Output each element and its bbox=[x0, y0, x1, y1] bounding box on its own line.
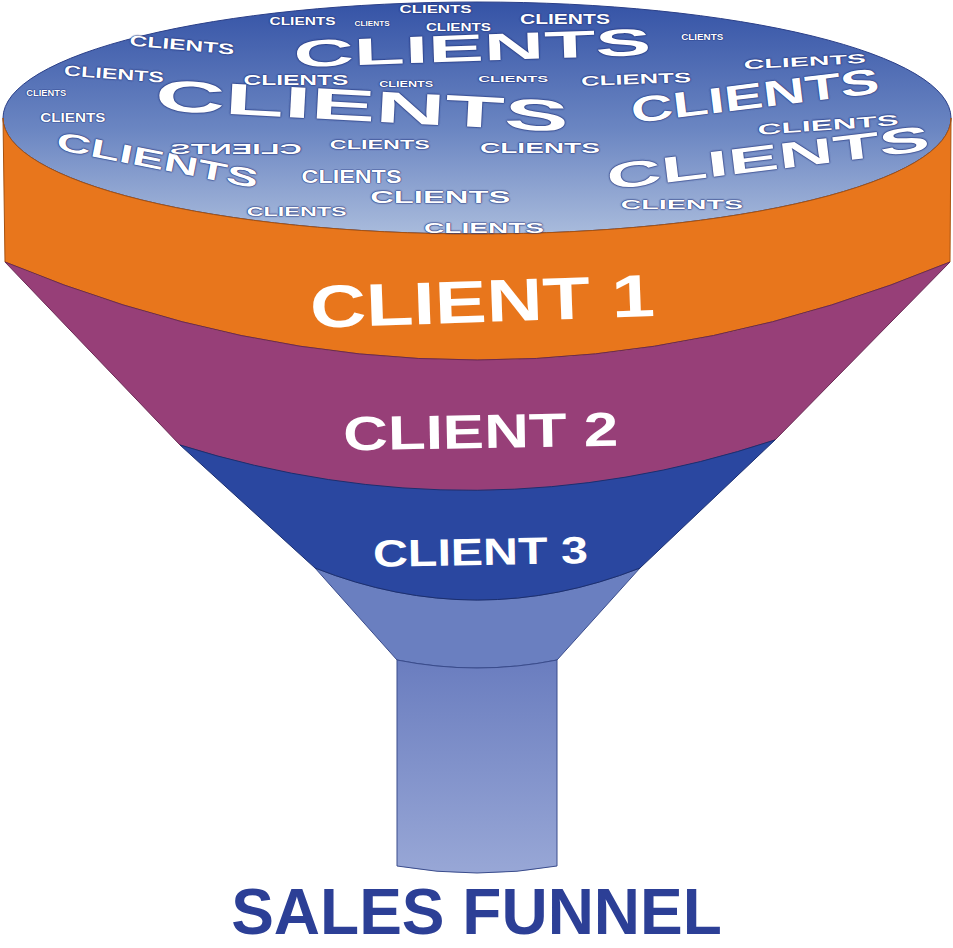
cloud-word: CLIENTS bbox=[621, 198, 743, 211]
band-outline bbox=[5, 262, 950, 491]
cloud-word: CLIENTS bbox=[247, 206, 347, 218]
funnel-band: CLIENT 3 bbox=[170, 435, 790, 635]
cloud-word: CLIENTS bbox=[478, 75, 548, 84]
cloud-word: CLIENTS bbox=[480, 141, 600, 155]
band-outline bbox=[3, 2, 951, 234]
band-label: CLIENT 1 bbox=[309, 266, 656, 338]
band-label: CLIENT 3 bbox=[372, 531, 588, 573]
cloud-word: CLIENTS bbox=[302, 168, 402, 186]
cloud-word: CLIENTS bbox=[330, 138, 430, 151]
cloud-word: CLIENTS bbox=[370, 190, 510, 206]
cloud-word: CLIENTS bbox=[41, 111, 106, 124]
cloud-word: CLIENTS bbox=[354, 20, 389, 28]
cloud-word: CLIENTS bbox=[681, 33, 723, 42]
band-outline bbox=[180, 440, 775, 600]
cloud-word: CLIENTS bbox=[400, 4, 472, 15]
cloud-word: CLIENTS bbox=[26, 89, 66, 98]
cloud-word: CLIENTS bbox=[270, 16, 336, 27]
band-label: CLIENT 2 bbox=[343, 406, 619, 459]
cloud-word: CLIENTS bbox=[424, 220, 544, 235]
diagram-title: SALES FUNNEL bbox=[0, 880, 953, 944]
funnel-spout bbox=[397, 660, 557, 873]
cloud-word: CLIENTS bbox=[170, 142, 302, 156]
